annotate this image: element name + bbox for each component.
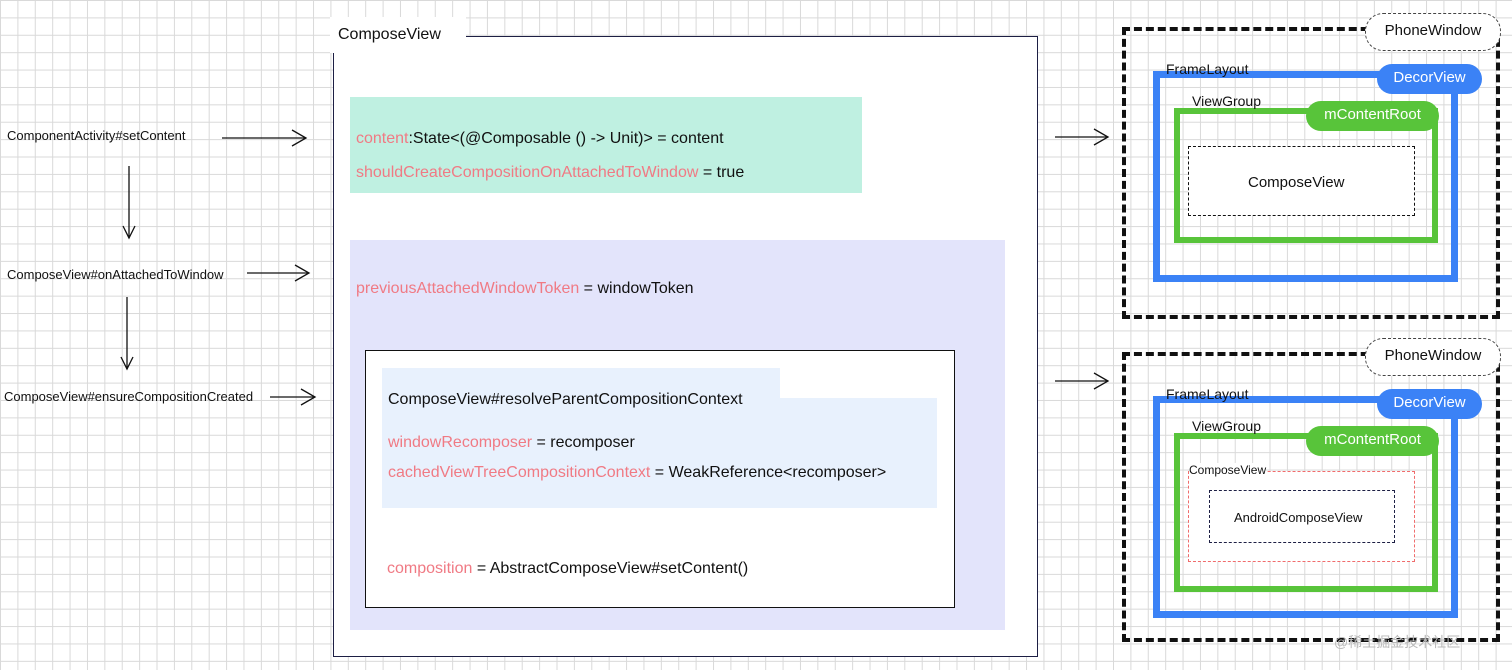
field-should-create: shouldCreateCompositionOnAttachedToWindo… — [356, 164, 699, 181]
field-cached-context-value: = WeakReference<recomposer> — [650, 464, 887, 481]
field-window-recomposer-value: = recomposer — [532, 434, 635, 451]
resolve-context-tab — [382, 368, 780, 402]
composition-assignment: composition = AbstractComposeView#setCon… — [387, 560, 748, 578]
resolve-context-section — [382, 398, 937, 508]
arrow-right-icon — [222, 129, 308, 147]
arrow-right-icon — [1055, 128, 1110, 146]
content-assignment: content:State<(@Composable () -> Unit)> … — [356, 130, 724, 148]
field-window-recomposer: windowRecomposer — [388, 434, 533, 451]
arrow-down-icon — [122, 166, 136, 240]
arrow-right-icon — [270, 388, 317, 406]
set-content-section — [350, 97, 862, 193]
arrow-down-icon — [120, 297, 134, 371]
flow-step-set-content: ComponentActivity#setContent — [7, 128, 186, 143]
cached-context-assignment: cachedViewTreeCompositionContext = WeakR… — [388, 464, 886, 482]
field-previous-token: previousAttachedWindowToken — [356, 280, 580, 297]
decor-view-label: DecorView — [1377, 64, 1482, 94]
watermark: @稀土掘金技术社区 — [1334, 634, 1461, 650]
window-recomposer-assignment: windowRecomposer = recomposer — [388, 434, 635, 452]
view-group-label: ViewGroup — [1192, 418, 1262, 434]
flow-step-ensure-composition: ComposeView#ensureCompositionCreated — [4, 389, 254, 404]
field-previous-token-value: = windowToken — [579, 280, 694, 297]
field-composition-value: = AbstractComposeView#setContent() — [472, 560, 749, 577]
field-should-create-value: = true — [698, 164, 745, 181]
phone-window-top — [1122, 27, 1500, 319]
content-root-label: mContentRoot — [1306, 426, 1439, 456]
arrow-right-icon — [1055, 372, 1110, 390]
resolve-context-title: ComposeView#resolveParentCompositionCont… — [388, 391, 743, 408]
field-content-value: :State<(@Composable () -> Unit)> = conte… — [408, 130, 724, 147]
field-composition: composition — [387, 560, 473, 577]
phone-window-label: PhoneWindow — [1365, 338, 1501, 376]
compose-view-label: ComposeView — [1248, 174, 1345, 191]
previous-token-assignment: previousAttachedWindowToken = windowToke… — [356, 280, 694, 298]
compose-view-title-bg — [330, 17, 466, 53]
android-compose-view-label: AndroidComposeView — [1234, 510, 1363, 525]
compose-view-label: ComposeView — [1189, 463, 1267, 477]
android-compose-view-box — [1209, 490, 1395, 543]
flow-step-on-attached: ComposeView#onAttachedToWindow — [7, 267, 224, 282]
phone-window-bottom — [1122, 352, 1500, 642]
content-root-label: mContentRoot — [1306, 101, 1439, 131]
compose-view-title-line — [466, 36, 1038, 37]
view-group-label: ViewGroup — [1192, 93, 1262, 109]
phone-window-label: PhoneWindow — [1365, 13, 1501, 51]
field-content: content — [356, 130, 409, 147]
compose-view-title: ComposeView — [338, 26, 441, 43]
frame-layout-label: FrameLayout — [1166, 61, 1249, 77]
decor-view-frame — [1153, 396, 1458, 618]
decor-view-frame — [1153, 71, 1458, 282]
compose-view-box — [1188, 146, 1415, 216]
should-create-assignment: shouldCreateCompositionOnAttachedToWindo… — [356, 164, 744, 182]
arrow-right-icon — [247, 264, 311, 282]
field-cached-context: cachedViewTreeCompositionContext — [388, 464, 651, 481]
decor-view-label: DecorView — [1377, 389, 1482, 419]
frame-layout-label: FrameLayout — [1166, 386, 1249, 402]
